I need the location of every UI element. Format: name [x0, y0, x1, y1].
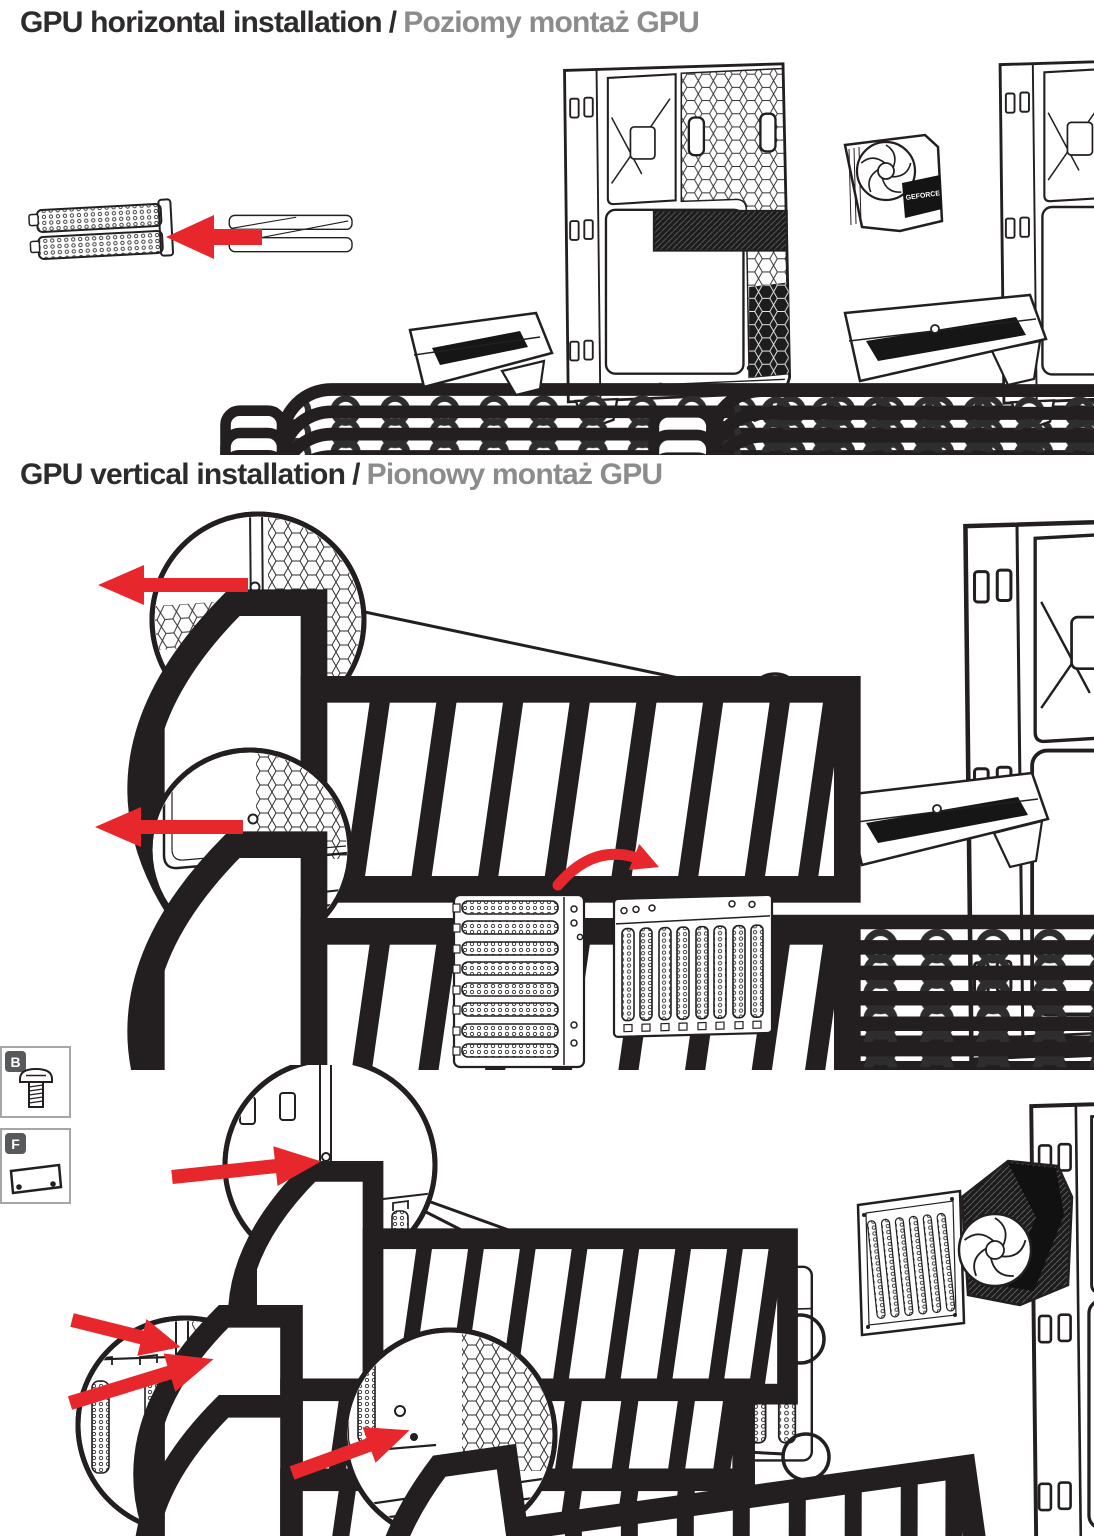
- title-separator: /: [352, 458, 360, 491]
- remove-covers-arrow: [166, 215, 262, 259]
- case-base-frame: [408, 311, 554, 397]
- gpu-card-vertical: [856, 1159, 1074, 1337]
- case-rear-illustration: [629, 513, 1094, 1070]
- screw-hole: [410, 1433, 418, 1441]
- section-title-vertical: GPU vertical installation/Pionowy montaż…: [20, 458, 663, 492]
- screw-icon: [18, 1067, 53, 1108]
- part-label-b: B: [5, 1051, 26, 1072]
- section-title-horizontal: GPU horizontal installation/Poziomy mont…: [20, 6, 700, 40]
- install-screw-arrow: [289, 1427, 410, 1480]
- install-screw-arrow: [171, 1146, 322, 1187]
- vertical-installation-figure-top: [95, 511, 1094, 1070]
- pci-bracket-horizontal: [452, 893, 586, 1069]
- remove-screw-arrow: [98, 565, 248, 605]
- title-separator: /: [388, 6, 397, 39]
- title-polish: Poziomy montaż GPU: [403, 6, 699, 39]
- install-screw-arrow: [67, 1353, 214, 1410]
- screw-hole: [247, 813, 259, 825]
- slot-cover-plate-icon: [9, 1163, 62, 1195]
- title-english: GPU horizontal installation: [20, 6, 383, 39]
- screw-hole: [394, 1405, 406, 1417]
- gpu-fan-icon: [855, 140, 917, 202]
- case-base-frame: [843, 293, 1048, 387]
- part-label-f: F: [5, 1133, 26, 1154]
- legend-item-b: B: [0, 1046, 71, 1118]
- gpu-fan-icon: [957, 1212, 1033, 1288]
- case-rear-illustration-left: [224, 62, 1094, 455]
- case-base-frame: [843, 771, 1050, 869]
- remove-screw-arrow: [95, 807, 243, 847]
- pci-slot-covers: [28, 198, 175, 260]
- gpu-card-horizontal: GEFORCE RTX: [843, 133, 957, 233]
- horizontal-installation-figure: GEFORCE RTX: [28, 56, 1094, 455]
- screw-hole: [321, 1152, 331, 1162]
- install-screw-arrow: [70, 1313, 181, 1356]
- empty-pci-slots: [225, 213, 356, 255]
- rotate-arrow: [552, 844, 660, 891]
- case-rear-illustration-right: GEFORCE RTX: [652, 56, 1094, 455]
- installed-gpu-bracket: [652, 209, 788, 252]
- pci-bracket-vertical: [612, 893, 774, 1038]
- title-english: GPU vertical installation: [20, 458, 346, 491]
- legend-item-f: F: [0, 1128, 71, 1204]
- title-polish: Pionowy montaż GPU: [366, 458, 663, 491]
- vertical-installation-figure-bottom: [67, 1065, 1094, 1536]
- screw-hole: [249, 581, 261, 593]
